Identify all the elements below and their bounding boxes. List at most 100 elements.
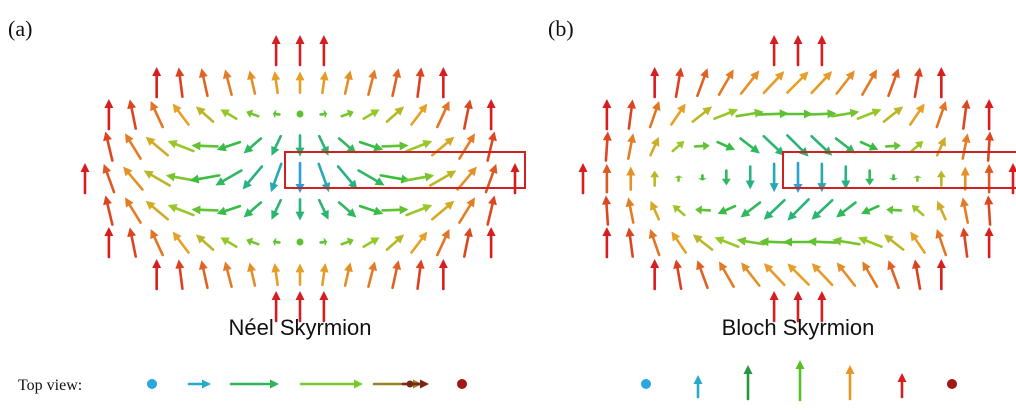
neel-spin-arrow — [486, 99, 496, 131]
bloch-spin-arrow — [739, 137, 760, 154]
neel-spin-arrow — [343, 262, 353, 287]
neel-highlight-box — [284, 151, 526, 189]
bloch-spin-arrow — [886, 205, 903, 215]
neel-spin-arrow — [295, 291, 305, 323]
bloch-spin-arrow — [960, 166, 970, 191]
neel-spin-arrow — [436, 101, 450, 129]
bloch-spin-arrow — [807, 237, 838, 247]
bloch-spin-arrow — [769, 162, 779, 193]
neel-spin-arrow — [269, 162, 283, 193]
neel-spin-arrow — [175, 67, 185, 98]
neel-spin-arrow — [405, 204, 433, 217]
legend-arrow-mid — [229, 379, 279, 389]
neel-spin-arrow — [381, 141, 409, 151]
neel-spin-arrow — [391, 260, 402, 290]
bloch-spin-arrow — [736, 236, 766, 246]
neel-spin-arrow — [415, 259, 425, 290]
bloch-spin-arrow — [670, 103, 686, 126]
bloch-spin-arrow — [910, 231, 926, 254]
bloch-skyrmion-vector-field — [578, 35, 1016, 323]
bloch-spin-arrow — [836, 262, 857, 287]
bloch-spin-arrow — [673, 259, 683, 290]
neel-spin-arrow — [438, 67, 448, 99]
bloch-spin-arrow — [650, 200, 661, 221]
bloch-spin-arrow — [602, 227, 612, 259]
bloch-spin-arrow — [908, 103, 925, 126]
bloch-spin-arrow — [984, 227, 994, 259]
neel-spin-arrow — [143, 170, 171, 187]
neel-top-view-legend — [147, 379, 467, 389]
bloch-spin-arrow — [693, 141, 710, 151]
neel-spin-arrow — [295, 71, 305, 94]
legend-arrow-up-green — [743, 365, 753, 401]
neel-spin-arrow — [367, 261, 378, 288]
bloch-spin-arrow — [769, 35, 779, 67]
neel-spin-arrow — [336, 165, 358, 190]
neel-spin-arrow — [271, 71, 281, 95]
neel-spin-arrow — [319, 237, 328, 247]
bloch-spin-arrow — [671, 140, 685, 153]
bloch-spin-arrow — [817, 35, 827, 67]
legend-arrow-up-lime — [795, 360, 805, 402]
neel-skyrmion-vector-field — [80, 35, 520, 323]
bloch-spin-arrow — [740, 201, 762, 218]
neel-spin-arrow — [125, 133, 142, 160]
neel-spin-arrow — [385, 106, 405, 123]
bloch-spin-arrow — [602, 99, 612, 131]
neel-spin-arrow — [189, 174, 221, 184]
neel-spin-arrow — [222, 261, 233, 288]
bloch-spin-arrow — [650, 259, 660, 291]
neel-spin-arrow — [175, 259, 185, 290]
bloch-spin-arrow — [805, 109, 837, 119]
neel-spin-arrow — [462, 227, 473, 258]
bloch-spin-arrow — [793, 291, 803, 323]
bloch-spin-arrow — [936, 67, 946, 99]
legend-arrow-up-red — [897, 373, 907, 399]
neel-spin-arrow — [319, 35, 329, 67]
neel-spin-arrow — [195, 106, 215, 123]
bloch-spin-arrow — [984, 99, 994, 131]
bloch-spin-arrow — [786, 71, 809, 94]
neel-spin-arrow — [438, 259, 448, 291]
legend-dot-up — [947, 379, 957, 389]
bloch-spin-arrow — [884, 141, 901, 151]
neel-spin-arrow — [145, 136, 170, 157]
neel-spin-arrow — [80, 163, 90, 195]
bloch-caption: Bloch Skyrmion — [722, 315, 875, 340]
bloch-spin-arrow — [745, 165, 755, 190]
bloch-spin-arrow — [602, 163, 612, 194]
neel-spin-arrow — [125, 197, 142, 224]
neel-spin-arrow — [362, 109, 380, 120]
neel-spin-arrow — [343, 70, 353, 95]
neel-spin-arrow — [456, 166, 477, 191]
bloch-spin-arrow — [696, 260, 709, 290]
neel-spin-arrow — [295, 263, 305, 286]
neel-spin-arrow — [216, 204, 242, 216]
neel-spin-arrow — [385, 234, 405, 251]
bloch-spin-arrow — [857, 236, 883, 248]
neel-spin-arrow — [319, 109, 328, 119]
neel-spin-arrow — [242, 165, 264, 190]
bloch-spin-arrow — [695, 205, 712, 215]
neel-spin-arrow — [191, 141, 219, 151]
neel-spin-arrow — [198, 260, 209, 290]
neel-spin-arrow — [486, 227, 496, 259]
bloch-spin-arrow — [793, 35, 803, 67]
top-view-label: Top view: — [18, 377, 82, 394]
bloch-spin-arrow — [717, 69, 734, 96]
neel-spin-arrow — [403, 172, 435, 182]
neel-spin-arrow — [429, 170, 457, 187]
bloch-spin-arrow — [935, 136, 946, 157]
bloch-spin-arrow — [1008, 163, 1016, 195]
neel-spin-arrow — [216, 140, 242, 152]
neel-spin-arrow — [296, 110, 304, 118]
neel-spin-arrow — [271, 134, 283, 156]
neel-spin-arrow — [410, 231, 428, 254]
neel-spin-arrow — [104, 99, 114, 131]
neel-spin-arrow — [317, 134, 329, 156]
neel-spin-arrow — [340, 237, 354, 247]
bloch-spin-arrow — [882, 106, 904, 123]
bloch-spin-arrow — [861, 69, 877, 96]
neel-spin-arrow — [415, 67, 425, 98]
neel-spin-arrow — [102, 163, 116, 194]
